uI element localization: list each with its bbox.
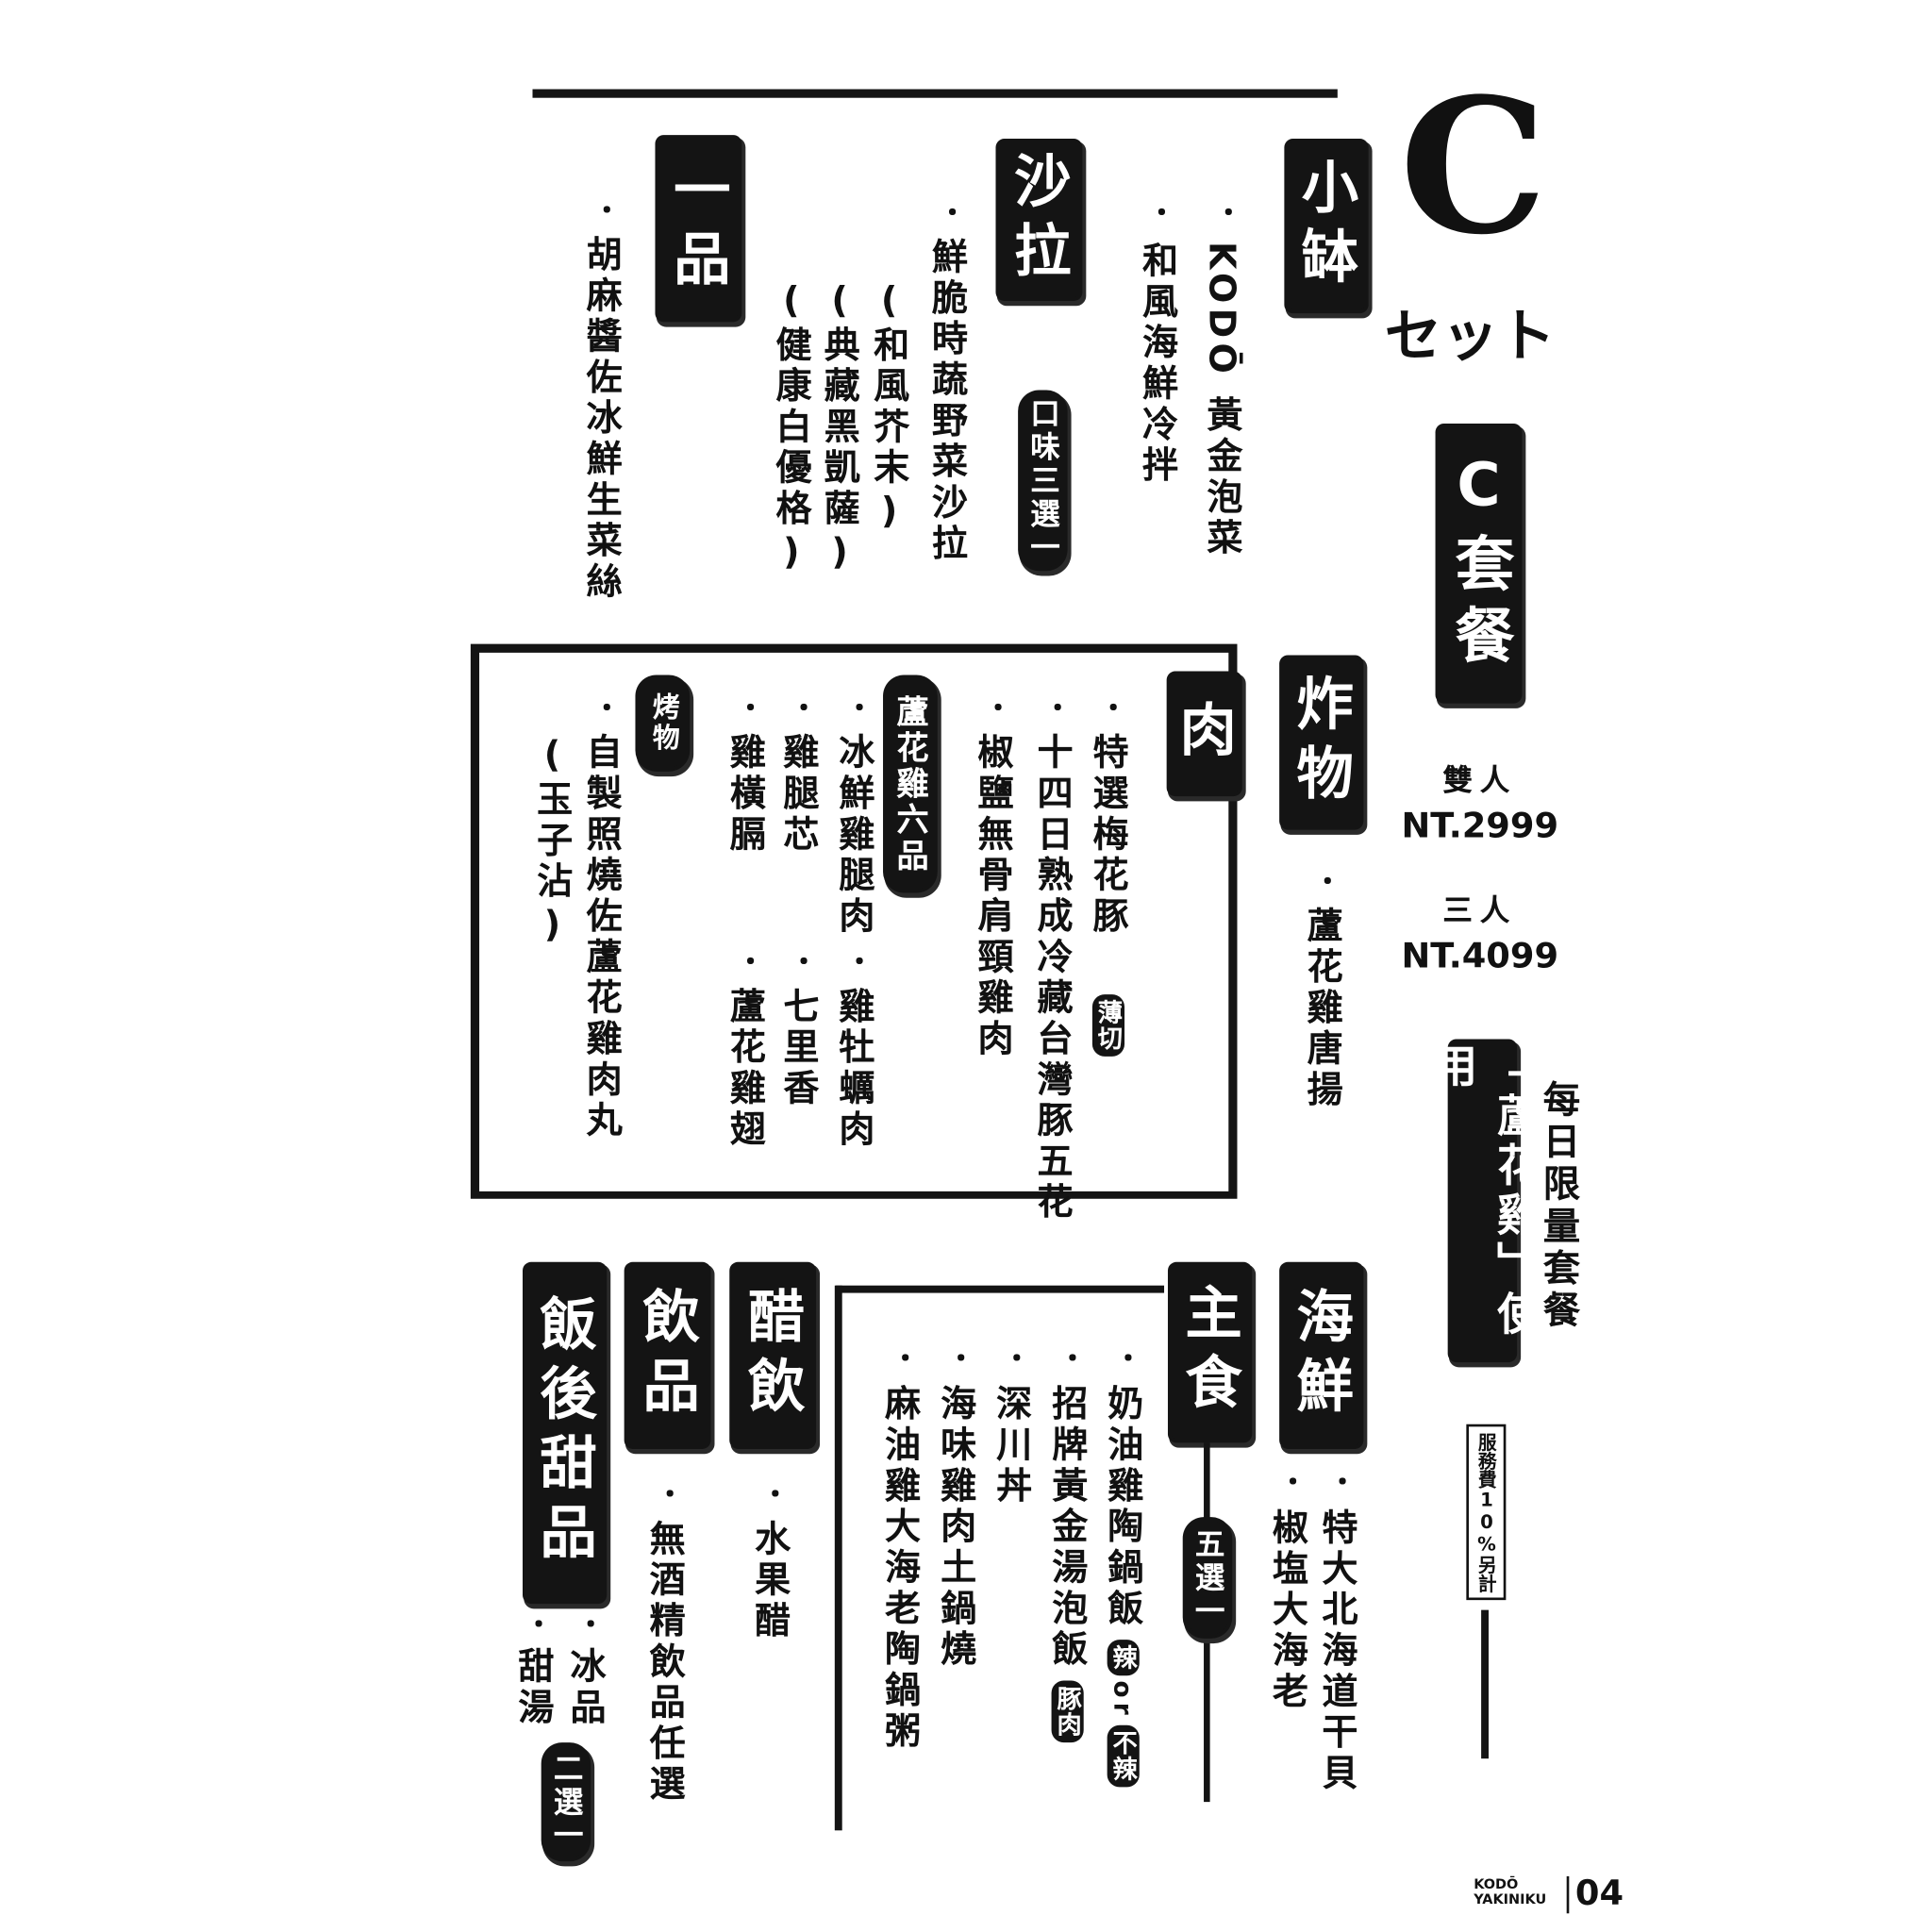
bullet: ・ xyxy=(841,693,873,722)
menu-item: 招牌黃金湯泡飯豚肉 xyxy=(1046,1385,1089,1743)
bullet: ・ xyxy=(1094,693,1126,722)
salad-choice-badge: 口味三選一 xyxy=(1022,393,1064,568)
page-number: 04 xyxy=(1574,1872,1624,1914)
salad-option: (健康白優格) xyxy=(770,278,813,577)
salad-option: (和風芥末) xyxy=(868,278,910,537)
bullet: ・ xyxy=(979,693,1011,722)
bullet: ・ xyxy=(785,947,817,975)
menu-item: 深川丼 xyxy=(991,1384,1033,1507)
menu-item: 冰品 xyxy=(564,1647,608,1729)
meat-section-frame xyxy=(470,643,1238,1199)
menu-item: 蘆花雞翅 xyxy=(724,987,767,1151)
logo-letter: C xyxy=(1399,58,1548,276)
menu-item: 七里香 xyxy=(777,987,821,1110)
menu-item: 特大北海道干貝 xyxy=(1316,1507,1359,1795)
daily-limited-note: 每日限量套餐 xyxy=(1535,1079,1579,1333)
menu-item: 椒鹽無骨肩頸雞肉 xyxy=(972,733,1015,1060)
bullet: ・ xyxy=(1324,1467,1356,1495)
spicy-badge: 辣 xyxy=(1107,1640,1140,1676)
menu-item: 冰鮮雞腿肉 xyxy=(833,733,876,938)
or-text: or xyxy=(1108,1680,1139,1720)
bullet: ・ xyxy=(757,1479,788,1507)
logo-katakana: セット xyxy=(1384,302,1556,370)
bullet: ・ xyxy=(785,693,817,722)
bullet: ・ xyxy=(1308,866,1341,894)
bullet: ・ xyxy=(1274,1467,1306,1495)
bullet: ・ xyxy=(942,1343,974,1372)
bullet: ・ xyxy=(1054,1343,1086,1372)
section-fried-title: 炸物 xyxy=(1283,658,1360,826)
chicken-note-banner: 「蘆花雞」使用 xyxy=(1425,1042,1541,1359)
menu-item: 蘆花雞唐揚 xyxy=(1301,906,1344,1111)
not-spicy-badge: 不辣 xyxy=(1107,1724,1140,1787)
brush-divider xyxy=(836,1285,1165,1293)
menu-item: 和風海鮮冷拌 xyxy=(1137,241,1179,487)
menu-item: 特選梅花豚 薄切 xyxy=(1088,733,1129,1057)
bullet: ・ xyxy=(520,1609,552,1638)
footer-brand-line1: KODŌ xyxy=(1474,1875,1519,1892)
menu-item: 麻油雞大海老陶鍋粥 xyxy=(879,1384,922,1753)
menu-item: 無酒精飲品任選 xyxy=(643,1519,687,1807)
menu-item-name: 特選梅花豚 xyxy=(1087,733,1130,938)
section-dessert-title: 飯後甜品 xyxy=(525,1265,604,1601)
footer-brand-line2: YAKINIKU xyxy=(1474,1890,1547,1907)
dessert-choice-badge: 二選一 xyxy=(544,1746,588,1858)
menu-item-name: 招牌黃金湯泡飯 xyxy=(1046,1384,1089,1671)
menu-item: 雞橫膈 xyxy=(724,733,767,857)
brush-divider xyxy=(1481,1609,1489,1759)
bullet: ・ xyxy=(886,1343,918,1372)
bullet: ・ xyxy=(731,693,763,722)
set-title-banner: C套餐 xyxy=(1439,426,1519,700)
grill-title: 烤物 xyxy=(639,678,687,768)
menu-item: KODŌ 黃金泡菜 xyxy=(1201,241,1244,559)
section-drinks-title: 飲品 xyxy=(627,1265,708,1446)
section-salad-title: 沙拉 xyxy=(999,142,1079,298)
bullet: ・ xyxy=(933,198,965,225)
bullet: ・ xyxy=(841,947,873,975)
bullet: ・ xyxy=(651,1479,683,1507)
menu-item: 水果醋 xyxy=(749,1519,791,1642)
bullet: ・ xyxy=(588,693,620,722)
menu-item: 胡麻醬佐冰鮮生菜絲 xyxy=(580,235,624,604)
menu-item: 奶油雞陶鍋飯辣 or不辣 xyxy=(1102,1384,1145,1787)
bullet: ・ xyxy=(1039,693,1071,722)
menu-item: 甜湯 xyxy=(512,1647,556,1729)
brush-divider xyxy=(834,1285,842,1831)
section-kobachi-title: 小缽 xyxy=(1288,142,1365,310)
menu-item: 十四日熟成冷藏台灣豚五花 xyxy=(1031,733,1074,1224)
bullet: ・ xyxy=(1142,198,1174,225)
menu-item: 海味雞肉土鍋燒 xyxy=(935,1384,977,1671)
menu-item: 自製照燒佐蘆花雞肉丸 xyxy=(580,733,624,1142)
main-choice-badge: 五選一 xyxy=(1186,1521,1229,1635)
menu-item-note: (玉子沾) xyxy=(531,733,574,950)
bullet: ・ xyxy=(588,195,620,224)
service-fee-note: 服務費10%另計 xyxy=(1466,1424,1507,1601)
section-main-title: 主食 xyxy=(1171,1265,1249,1440)
bullet: ・ xyxy=(572,1609,604,1638)
brush-divider xyxy=(532,89,1338,98)
price-label-2: 雙人 xyxy=(1442,762,1518,798)
section-vinegar-title: 醋飲 xyxy=(733,1265,813,1446)
bullet: ・ xyxy=(1209,198,1241,225)
bullet: ・ xyxy=(1109,1343,1141,1372)
bullet: ・ xyxy=(731,947,763,975)
footer-brand: KODŌ YAKINIKU xyxy=(1474,1877,1546,1907)
menu-item: 雞牡蠣肉 xyxy=(833,987,876,1151)
thin-cut-badge: 薄切 xyxy=(1091,994,1125,1057)
section-seafood-title: 海鮮 xyxy=(1283,1265,1360,1446)
menu-item: 椒塩大海老 xyxy=(1266,1507,1309,1713)
price-2: NT.2999 xyxy=(1401,805,1559,846)
section-meat-title: 肉 xyxy=(1170,675,1239,793)
bullet: ・ xyxy=(998,1343,1029,1372)
menu-item-name: 奶油雞陶鍋飯 xyxy=(1102,1384,1145,1630)
menu-item: 雞腿芯 xyxy=(777,733,821,857)
section-ippin-title: 一品 xyxy=(658,139,739,319)
price-label-3: 三人 xyxy=(1442,892,1518,928)
menu-item: 鮮脆時蔬野菜沙拉 xyxy=(925,238,969,565)
price-3: NT.4099 xyxy=(1401,935,1559,976)
pork-badge: 豚肉 xyxy=(1051,1680,1084,1743)
chicken-six-title: 蘆花雞六品 xyxy=(886,678,934,890)
footer-divider xyxy=(1566,1875,1570,1914)
salad-option: (典藏黑凱薩) xyxy=(818,278,861,577)
